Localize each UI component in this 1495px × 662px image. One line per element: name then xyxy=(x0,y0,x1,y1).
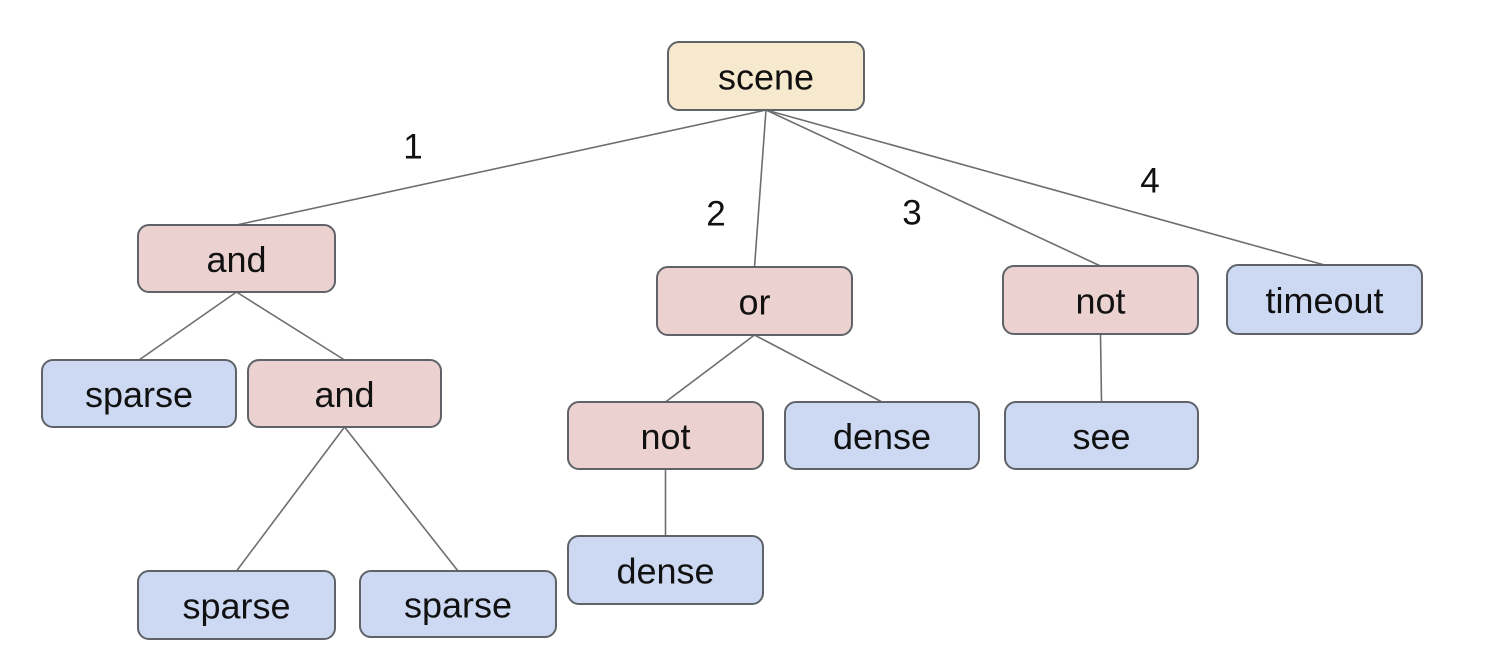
edge-or1-to-dense1 xyxy=(754,334,883,403)
edge-not1-to-see xyxy=(1099,333,1103,403)
node-box-and2 xyxy=(247,359,442,428)
tree-node-timeout: timeout xyxy=(1226,264,1423,335)
tree-node-dense2: dense xyxy=(567,535,764,605)
node-box-not1 xyxy=(1002,265,1199,335)
node-label-dense2: dense xyxy=(616,551,714,592)
tree-node-sparse2: sparse xyxy=(137,570,336,640)
node-label-sparse3: sparse xyxy=(404,585,512,626)
node-box-and1 xyxy=(137,224,336,293)
tree-node-sparse3: sparse xyxy=(359,570,557,638)
tree-node-sparse1: sparse xyxy=(41,359,237,428)
edge-and1-to-and2 xyxy=(236,291,345,361)
tree-node-and2: and xyxy=(247,359,442,428)
tree-node-or1: or xyxy=(656,266,853,336)
edge-label-3: 3 xyxy=(902,194,921,233)
node-label-see: see xyxy=(1072,416,1130,457)
edge-label-4: 4 xyxy=(1140,162,1159,201)
node-box-dense1 xyxy=(784,401,980,470)
node-label-scene: scene xyxy=(718,57,814,98)
node-label-and1: and xyxy=(206,239,266,280)
node-box-see xyxy=(1004,401,1199,470)
node-label-timeout: timeout xyxy=(1265,280,1383,321)
node-label-not1: not xyxy=(1075,281,1125,322)
tree-node-see: see xyxy=(1004,401,1199,470)
edge-scene-to-and1 xyxy=(236,109,767,226)
node-box-scene xyxy=(667,41,865,111)
tree-node-not2: not xyxy=(567,401,764,470)
node-box-dense2 xyxy=(567,535,764,605)
node-box-sparse3 xyxy=(359,570,557,638)
tree-node-not1: not xyxy=(1002,265,1199,335)
node-label-not2: not xyxy=(640,416,690,457)
node-box-sparse1 xyxy=(41,359,237,428)
node-box-not2 xyxy=(567,401,764,470)
edge-scene-to-timeout xyxy=(765,109,1325,266)
node-label-sparse1: sparse xyxy=(85,374,193,415)
edge-or1-to-not2 xyxy=(665,334,755,403)
node-box-timeout xyxy=(1226,264,1423,335)
edge-and2-to-sparse2 xyxy=(235,426,346,572)
edge-and1-to-sparse1 xyxy=(138,291,237,361)
tree-node-scene: scene xyxy=(667,41,865,111)
node-label-and2: and xyxy=(314,374,374,415)
edge-label-2: 2 xyxy=(706,195,725,234)
node-box-sparse2 xyxy=(137,570,336,640)
node-label-dense1: dense xyxy=(833,416,931,457)
edge-scene-to-not1 xyxy=(765,109,1101,267)
tree-node-and1: and xyxy=(137,224,336,293)
edge-and2-to-sparse3 xyxy=(343,426,459,572)
edge-scene-to-or1 xyxy=(753,109,767,268)
edge-label-1: 1 xyxy=(403,128,422,167)
node-box-or1 xyxy=(656,266,853,336)
node-label-sparse2: sparse xyxy=(182,586,290,627)
node-label-or1: or xyxy=(738,282,770,323)
tree-node-dense1: dense xyxy=(784,401,980,470)
